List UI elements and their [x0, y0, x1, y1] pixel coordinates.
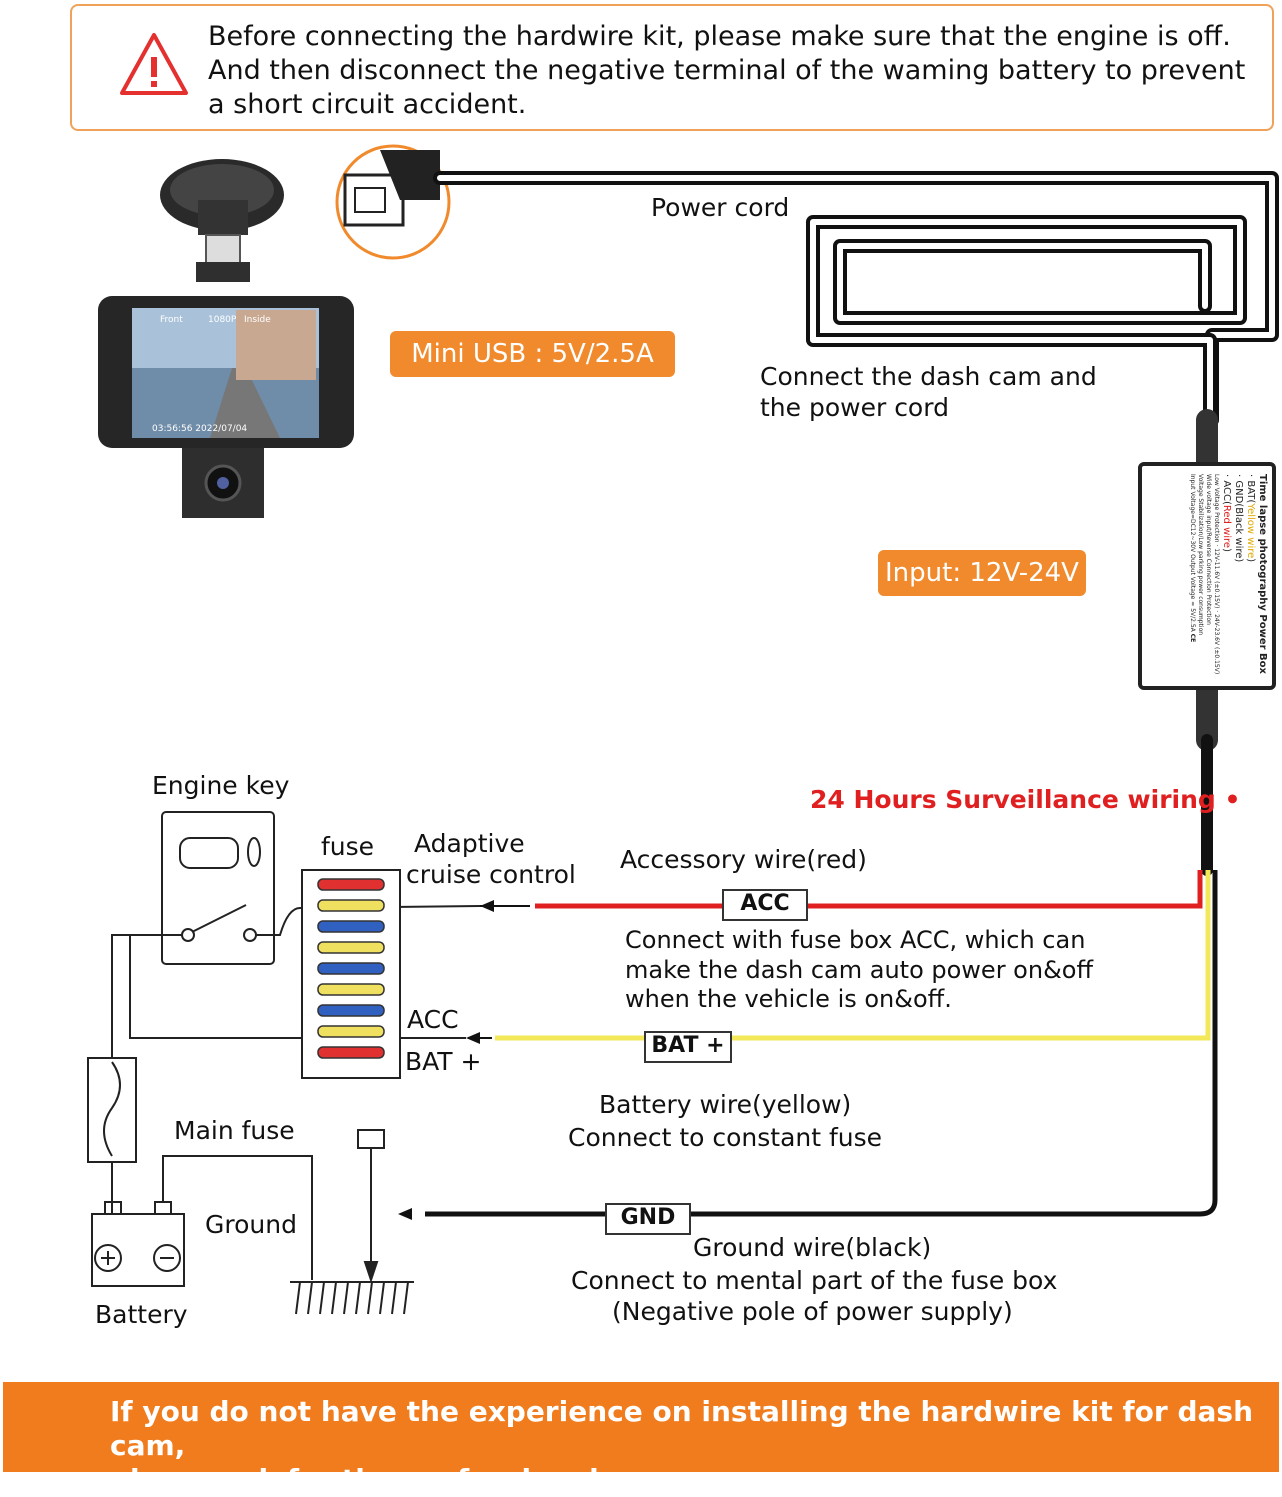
fuse-slot: [317, 920, 385, 933]
engine-key-schematic: [87, 811, 481, 1315]
battery-label: Battery: [95, 1300, 188, 1329]
warning-line-1: Before connecting the hardwire kit, plea…: [208, 21, 1231, 52]
connect-label-line-1: Connect the dash cam and: [760, 362, 1097, 391]
mini-usb-badge: Mini USB : 5V/2.5A: [390, 331, 675, 377]
fuse-slot: [317, 983, 385, 996]
gnd-desc-2: Connect to mental part of the fuse box: [571, 1266, 1058, 1295]
warning-line-3: a short circuit accident.: [208, 89, 527, 120]
gnd-desc-3: (Negative pole of power supply): [612, 1297, 1013, 1326]
fuse-slot: [317, 962, 385, 975]
acc-tag: ACC: [722, 889, 808, 921]
engine-key-label: Engine key: [152, 771, 290, 800]
footer-banner: [3, 1382, 1279, 1472]
screen-timestamp: 03:56:56 2022/07/04: [152, 424, 248, 434]
warning-box: [70, 4, 1274, 131]
fuse-slot: [317, 1004, 385, 1017]
acc-wire-label: Accessory wire(red): [620, 845, 867, 874]
power-box-label: Time lapse photography Power Box · BAT(Y…: [1188, 474, 1268, 684]
screen-front-label: Front: [160, 315, 183, 325]
power-box-lvp: Low Voltage Protection · 12V-11.6V (±0.1…: [1213, 474, 1220, 675]
bat-desc-1: Battery wire(yellow): [599, 1090, 852, 1119]
acc-desc-2: make the dash cam auto power on&off: [625, 956, 1094, 984]
surveillance-title: 24 Hours Surveillance wiring •: [810, 785, 1241, 814]
power-box: Time lapse photography Power Box · BAT(Y…: [1138, 462, 1276, 690]
footer-text: If you do not have the experience on ins…: [110, 1395, 1260, 1497]
gnd-desc-1: Ground wire(black): [693, 1233, 932, 1262]
fuse-slot: [317, 1046, 385, 1059]
power-box-bat: · BAT(Yellow wire): [1245, 474, 1256, 563]
bat-desc-2: Connect to constant fuse: [568, 1123, 883, 1152]
wires: [398, 870, 1218, 1220]
screen-res-label: 1080P: [208, 315, 237, 325]
fuse-rows: [317, 878, 385, 1059]
dash-cam-icon: [98, 159, 354, 518]
fuse-acc-label: ACC: [407, 1005, 459, 1034]
warning-line-2: And then disconnect the negative termina…: [208, 55, 1246, 86]
fuse-slot: [317, 1025, 385, 1038]
gnd-tag: GND: [605, 1203, 691, 1235]
connect-label-line-2: the power cord: [760, 393, 949, 422]
power-box-note-1: Wide voltage input/Reverse Connection Pr…: [1205, 474, 1212, 625]
input-voltage-badge: Input: 12V-24V: [878, 550, 1086, 596]
power-cord-label: Power cord: [651, 193, 790, 222]
power-box-note-2: Voltage Stabilization/Low parking power …: [1197, 474, 1204, 636]
power-box-acc: · ACC(Red wire): [1221, 474, 1232, 552]
warning-icon: [120, 33, 188, 95]
acc-desc-3: when the vehicle is on&off.: [625, 985, 952, 1013]
adaptive-label-2: cruise control: [406, 860, 576, 889]
fuse-slot: [317, 878, 385, 891]
footer-line-1: If you do not have the experience on ins…: [110, 1395, 1253, 1462]
adaptive-label-1: Adaptive: [414, 829, 525, 858]
warning-text: Before connecting the hardwire kit, plea…: [208, 20, 1268, 122]
fuse-slot: [317, 899, 385, 912]
main-fuse-label: Main fuse: [174, 1116, 295, 1145]
power-cord: [433, 171, 1279, 876]
power-box-gnd: · GND(Black wire): [1233, 474, 1244, 563]
acc-desc-1: Connect with fuse box ACC, which can: [625, 926, 1086, 954]
screen-inside-label: Inside: [244, 315, 271, 325]
ground-label: Ground: [205, 1210, 297, 1239]
fuse-slot: [317, 941, 385, 954]
mini-usb-icon: [335, 144, 451, 260]
power-box-io: Input Voltage=DC12~30V Output Voltage = …: [1189, 474, 1196, 643]
fuse-label: fuse: [321, 832, 375, 861]
bat-tag: BAT +: [644, 1031, 732, 1063]
power-box-title: Time lapse photography Power Box: [1257, 474, 1268, 674]
footer-line-2: please ask for the professional: [110, 1463, 599, 1496]
fuse-bat-label: BAT +: [405, 1047, 482, 1076]
